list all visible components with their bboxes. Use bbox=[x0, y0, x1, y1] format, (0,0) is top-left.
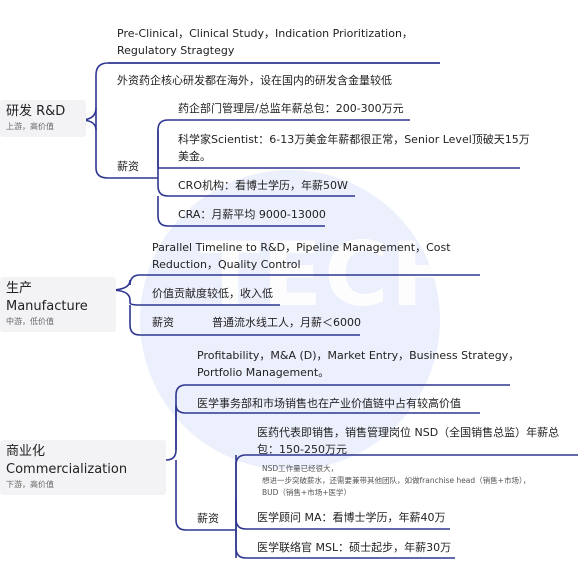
com-salary-ma: 医学顾问 MA：看博士学历，年薪40万 bbox=[257, 511, 446, 524]
rd-salary-cra: CRA：月薪平均 9000-13000 bbox=[178, 208, 326, 221]
rd-focus: Pre-Clinical，Clinical Study，Indication P… bbox=[117, 27, 413, 57]
rd-subtitle: 上游，高价值 bbox=[6, 122, 54, 131]
root-manufacture: 生产 Manufacture 中游，低价值 bbox=[0, 277, 116, 332]
rd-note: 外资药企核心研发都在海外，设在国内的研发含金量较低 bbox=[117, 74, 392, 87]
rd-salary-cro: CRO机构：看博士学历，年薪50W bbox=[178, 179, 348, 192]
com-salary-msl: 医学联络官 MSL：硕士起步，年薪30万 bbox=[257, 541, 452, 554]
com-focus: Profitability，M&A (D)，Market Entry，Busin… bbox=[197, 349, 520, 379]
mfg-title: 生产 Manufacture bbox=[6, 281, 88, 314]
rd-title: 研发 R&D bbox=[6, 104, 66, 119]
rd-salary-label: 薪资 bbox=[117, 160, 139, 173]
rd-salary-scientist: 科学家Scientist：6-13万美金年薪都很正常，Senior Level顶… bbox=[178, 133, 530, 163]
mfg-focus: Parallel Timeline to R&D，Pipeline Manage… bbox=[152, 241, 451, 271]
com-rep-note-1: NSD工作量已经很大， bbox=[262, 464, 339, 473]
mfg-salary: 普通流水线工人，月薪＜6000 bbox=[212, 316, 361, 329]
mfg-subtitle: 中游，低价值 bbox=[6, 317, 54, 326]
com-salary-label: 薪资 bbox=[197, 512, 219, 525]
root-commercialization: 商业化 Commercialization 下游，高价值 bbox=[0, 440, 166, 495]
rd-salary-management: 药企部门管理层/总监年薪总包：200-300万元 bbox=[178, 102, 404, 115]
mfg-note: 价值贡献度较低，收入低 bbox=[152, 287, 273, 300]
root-rd: 研发 R&D 上游，高价值 bbox=[0, 100, 86, 137]
com-salary-rep: 医药代表即销售，销售管理岗位 NSD（全国销售总监）年薪总包：150-250万元 bbox=[257, 426, 560, 456]
mfg-salary-label: 薪资 bbox=[152, 316, 174, 329]
com-subtitle: 下游，高价值 bbox=[6, 480, 54, 489]
watermark-circle bbox=[140, 170, 440, 470]
com-rep-note-3: BUD（销售+市场+医学） bbox=[262, 488, 351, 497]
com-rep-note-2: 想进一步突破薪水，还需要兼带其他团队，如做franchise head（销售+市… bbox=[262, 476, 531, 485]
com-note: 医学事务部和市场销售也在产业价值链中占有较高价值 bbox=[197, 397, 461, 410]
com-title: 商业化 Commercialization bbox=[6, 444, 128, 477]
